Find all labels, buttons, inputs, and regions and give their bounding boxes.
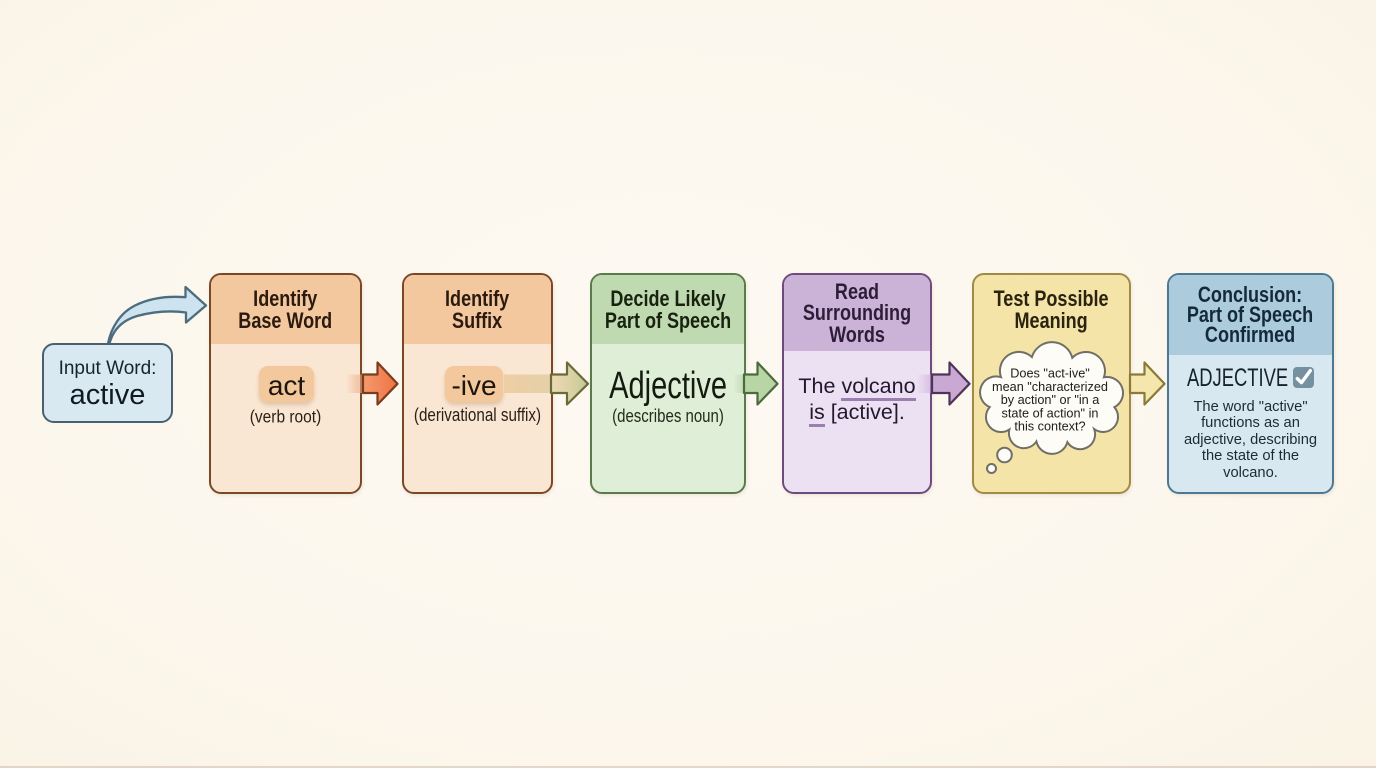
svg-text:state of action" in: state of action" in <box>1002 406 1099 420</box>
svg-text:this context?: this context? <box>1014 420 1085 434</box>
svg-text:Does "act-ive": Does "act-ive" <box>1010 367 1090 381</box>
svg-text:by action" or "in a: by action" or "in a <box>1001 393 1101 407</box>
svg-text:mean "characterized: mean "characterized <box>992 380 1108 394</box>
